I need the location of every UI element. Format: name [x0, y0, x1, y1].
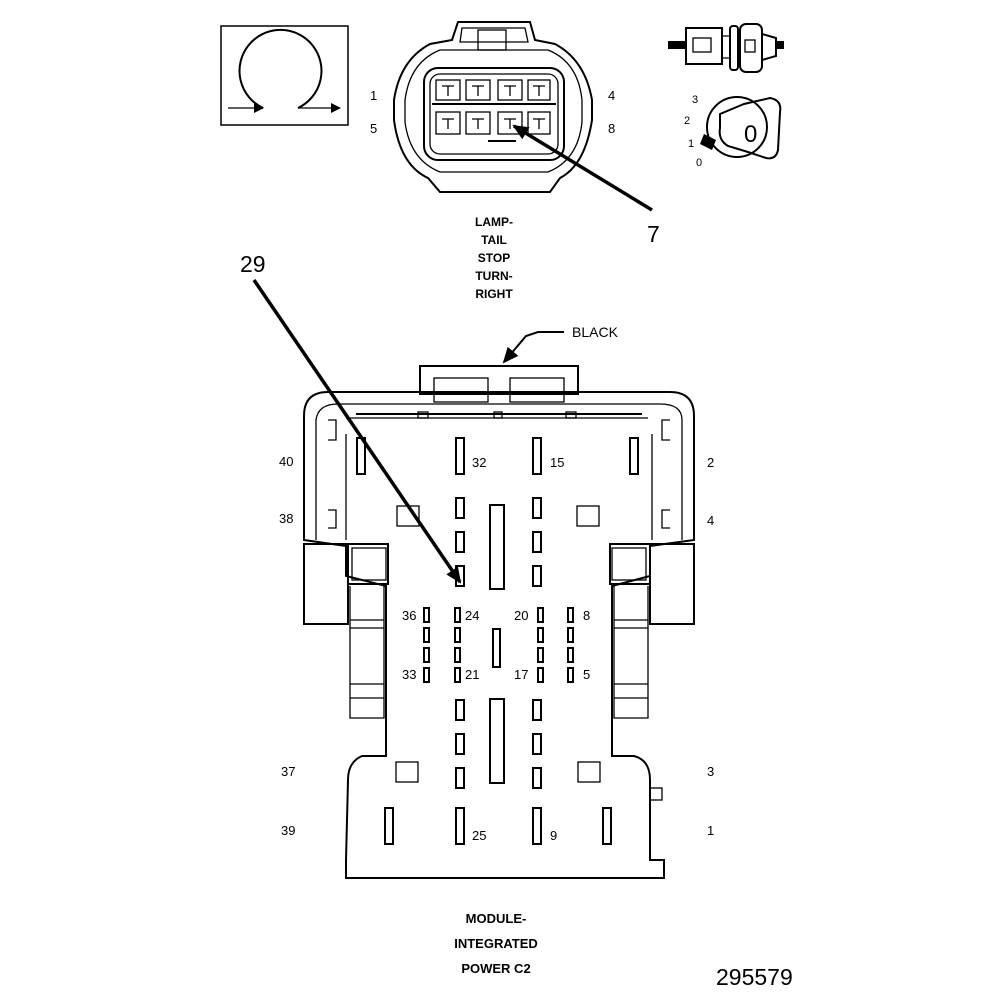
pin-label-39: 39 [281, 823, 295, 838]
caption-line: POWER C2 [461, 961, 530, 976]
callout-7: 7 [647, 221, 660, 247]
pin-label-25: 25 [472, 828, 486, 843]
pin-label-21: 21 [465, 667, 479, 682]
callout-arrow-7 [512, 124, 653, 212]
connector-top-caption: LAMP- TAIL STOP TURN- RIGHT [475, 215, 513, 301]
key-position-0: 0 [696, 157, 702, 169]
pin-label-1: 1 [370, 88, 377, 103]
caption-line: MODULE- [466, 911, 527, 926]
connector-mating-icon [668, 23, 784, 73]
pin-label-1: 1 [707, 823, 714, 838]
pin-label-5: 5 [370, 121, 377, 136]
color-label: BLACK [572, 324, 619, 340]
pin-label-9: 9 [550, 828, 557, 843]
pin-label-17: 17 [514, 667, 528, 682]
pin-label-33: 33 [402, 667, 416, 682]
key-position-1: 1 [688, 138, 694, 150]
callout-29: 29 [240, 251, 266, 277]
key-position-2: 2 [684, 115, 690, 127]
connector-8-way: 1 5 4 8 7 LAMP- TAIL STOP TURN- RIGHT [370, 21, 660, 301]
pin-label-20: 20 [514, 608, 528, 623]
view-orientation-icon [220, 25, 349, 126]
pin-label-4: 4 [608, 88, 615, 103]
pin-label-24: 24 [465, 608, 479, 623]
pin-label-38: 38 [279, 511, 293, 526]
caption-line: INTEGRATED [454, 936, 538, 951]
key-position-icon: 3 2 1 0 0 [684, 94, 782, 169]
key-label: 0 [744, 121, 757, 148]
callout-arrow-29 [252, 279, 462, 584]
caption-line: RIGHT [475, 287, 513, 301]
pin-label-40: 40 [279, 454, 293, 469]
connector-bottom-caption: MODULE- INTEGRATED POWER C2 [454, 911, 538, 976]
caption-line: LAMP- [475, 215, 513, 229]
figure-id: 295579 [716, 964, 793, 990]
connector-40-way: BLACK [240, 251, 714, 976]
pin-label-4: 4 [707, 513, 714, 528]
pin-label-36: 36 [402, 608, 416, 623]
pin-label-15: 15 [550, 455, 564, 470]
pin-label-8: 8 [583, 608, 590, 623]
caption-line: STOP [478, 251, 510, 265]
pin-label-8: 8 [608, 121, 615, 136]
pin-label-5: 5 [583, 667, 590, 682]
key-position-3: 3 [692, 94, 698, 106]
pin-label-3: 3 [707, 764, 714, 779]
pin-label-37: 37 [281, 764, 295, 779]
black-callout-arrow [502, 331, 564, 364]
pin-label-2: 2 [707, 455, 714, 470]
caption-line: TAIL [481, 233, 507, 247]
pin-label-32: 32 [472, 455, 486, 470]
caption-line: TURN- [475, 269, 512, 283]
